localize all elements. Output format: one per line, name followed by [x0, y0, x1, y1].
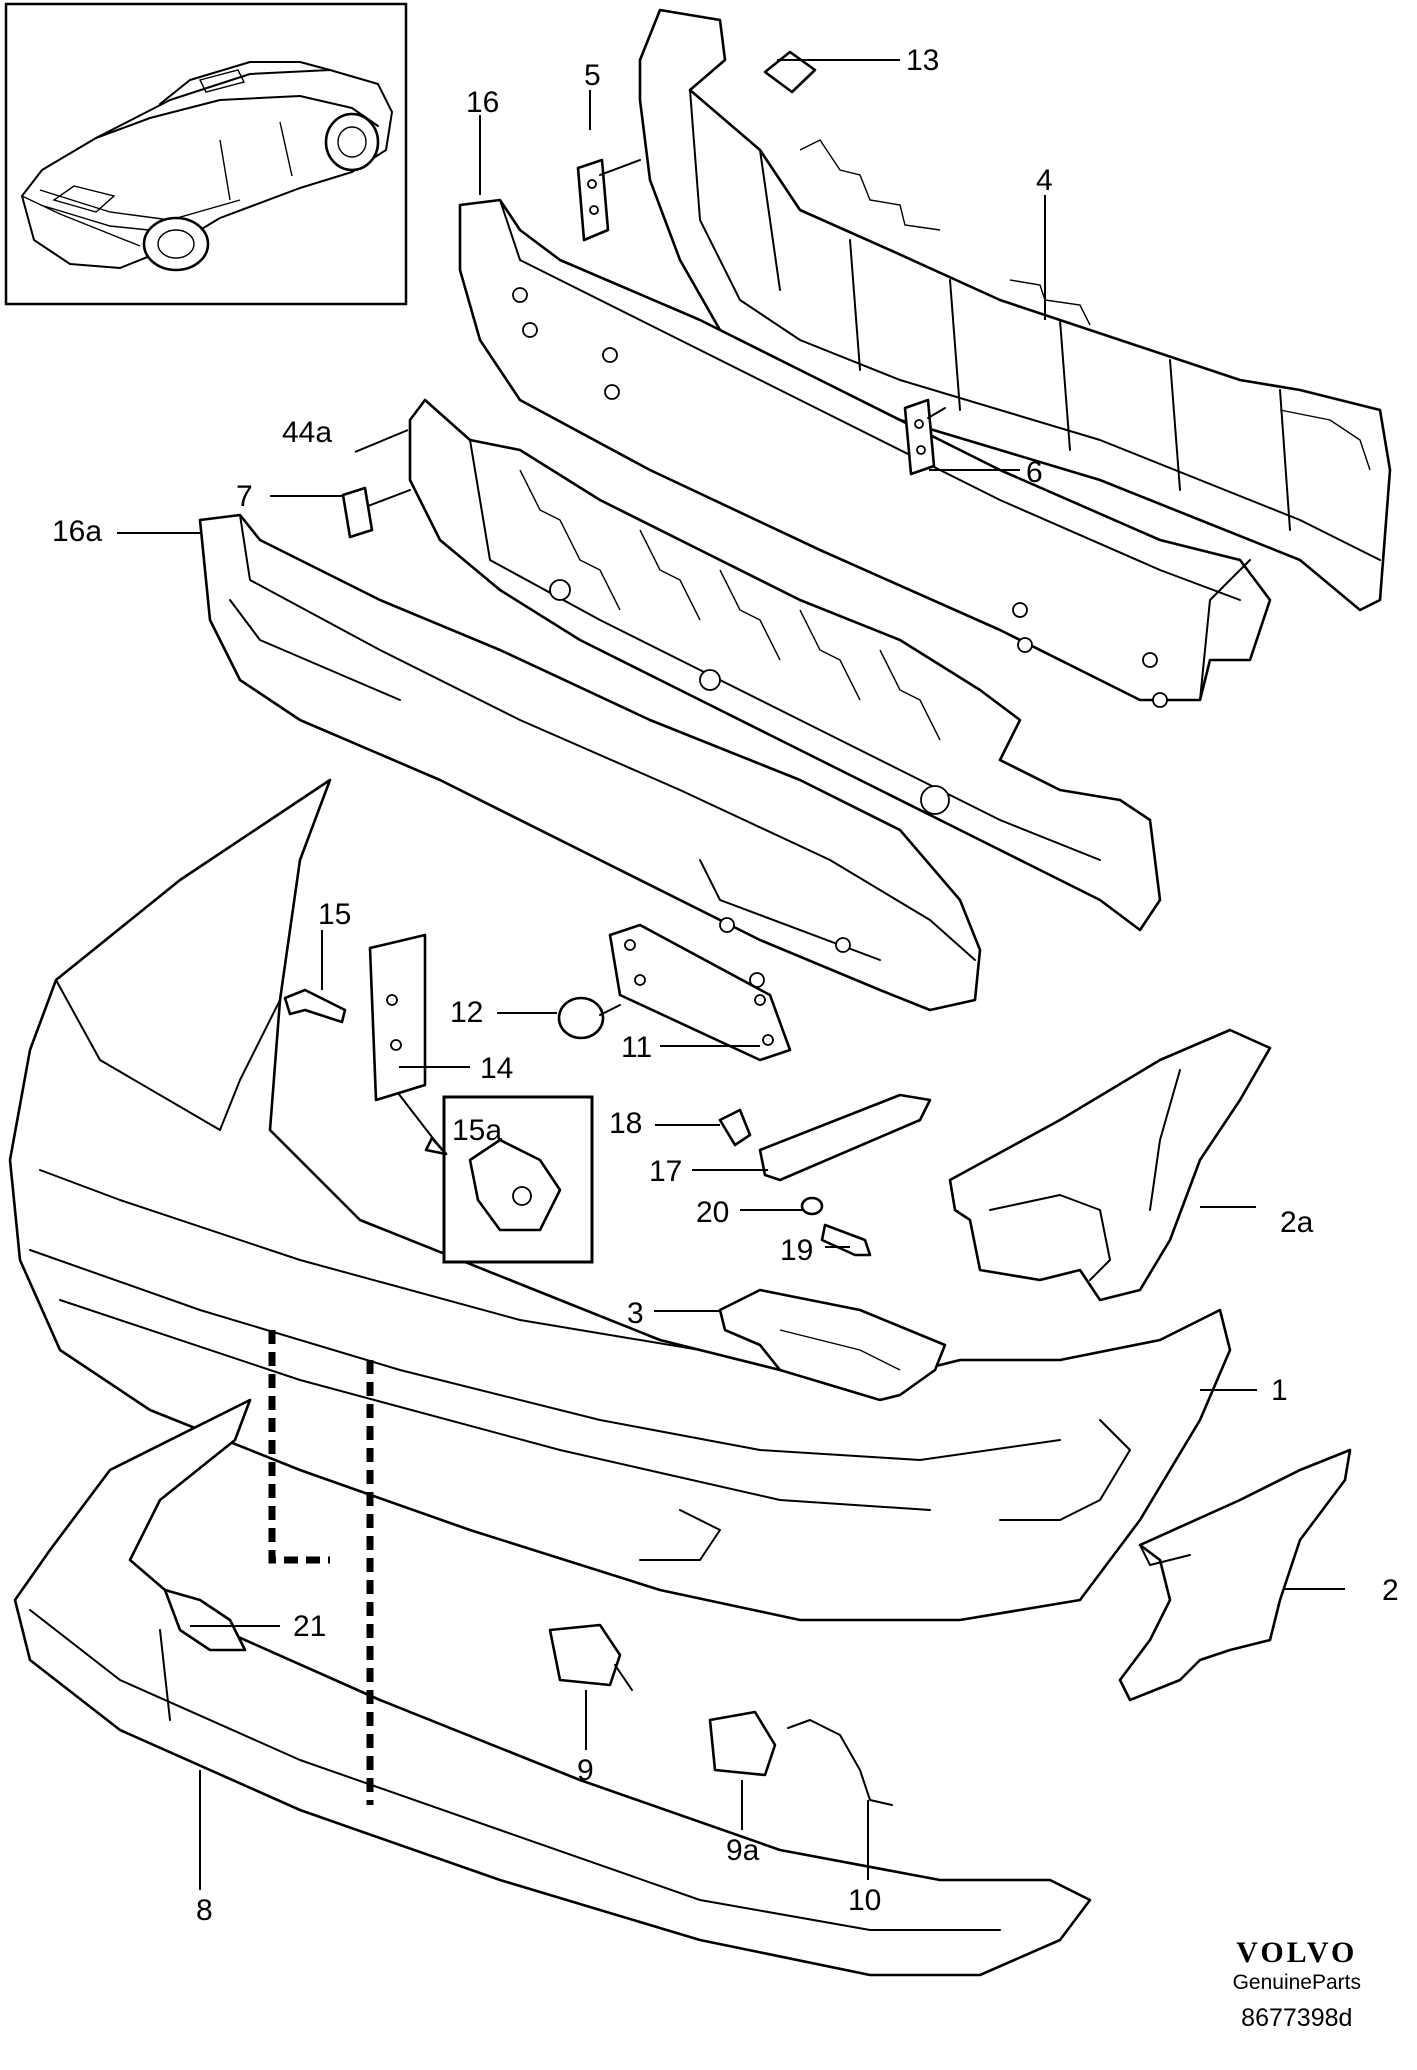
part-10-wire: [787, 1719, 893, 1806]
label-9: 9: [577, 1754, 594, 1787]
label-19: 19: [780, 1234, 813, 1267]
label-16a: 16a: [52, 515, 102, 548]
part-44a-reinforcement: [408, 398, 1162, 932]
part-17-bracket: [758, 1093, 932, 1182]
label-4: 4: [1036, 164, 1053, 197]
part-11-plate: [608, 923, 792, 1062]
part-2-bracket: [1118, 1448, 1352, 1702]
label-12: 12: [450, 996, 483, 1029]
part-15-bolt: [283, 988, 347, 1024]
label-6: 6: [1026, 456, 1043, 489]
label-9a: 9a: [726, 1834, 760, 1867]
part-15a-inset: [442, 1095, 594, 1264]
label-14: 14: [480, 1052, 513, 1085]
part-8-spoiler: [13, 1398, 1092, 1977]
label-44a: 44a: [282, 416, 332, 449]
label-15: 15: [318, 898, 351, 931]
part-9a-cap: [708, 1710, 777, 1777]
part-20-washer: [800, 1196, 824, 1216]
car-inset: [4, 2, 408, 306]
part-9-cap: [548, 1623, 633, 1691]
part-3-guide: [718, 1288, 947, 1402]
label-2a: 2a: [1280, 1206, 1314, 1239]
label-11: 11: [621, 1031, 652, 1064]
part-19-screw: [820, 1223, 872, 1257]
part-14-plate: [368, 933, 427, 1102]
label-10: 10: [848, 1884, 881, 1917]
brand-subtitle: GenuineParts: [1232, 1971, 1361, 1994]
diagram-code: 8677398d: [1241, 2004, 1353, 2032]
label-17: 17: [649, 1155, 682, 1188]
part-2a-bracket: [948, 1028, 1272, 1302]
part-labels: 13 5 16 4 44a 6 7 16a 15 12 14 11 15a 18…: [52, 44, 1399, 1927]
label-20: 20: [696, 1196, 729, 1229]
volvo-brand-block: VOLVO GenuineParts 8677398d: [1233, 1936, 1361, 2034]
part-5-bracket: [576, 158, 641, 242]
part-16-absorber: [458, 198, 1272, 708]
label-15a: 15a: [452, 1114, 502, 1147]
label-5: 5: [584, 59, 601, 92]
part-18-clip: [718, 1108, 752, 1147]
part-13-clip: [763, 50, 817, 94]
label-1: 1: [1271, 1374, 1288, 1407]
leader-lines: [117, 59, 1345, 1890]
brand-name: VOLVO: [1236, 1936, 1358, 1969]
part-1-bumper-cover: [8, 778, 1232, 1622]
label-16: 16: [466, 86, 499, 119]
part-12-plug: [557, 996, 621, 1040]
label-21: 21: [293, 1610, 326, 1643]
part-6-bracket: [903, 398, 946, 476]
part-7-bracket: [341, 486, 411, 539]
label-3: 3: [627, 1297, 644, 1330]
label-2: 2: [1382, 1574, 1399, 1607]
label-13: 13: [906, 44, 939, 77]
label-7: 7: [236, 480, 253, 513]
label-18: 18: [609, 1107, 642, 1140]
label-8: 8: [196, 1894, 213, 1927]
